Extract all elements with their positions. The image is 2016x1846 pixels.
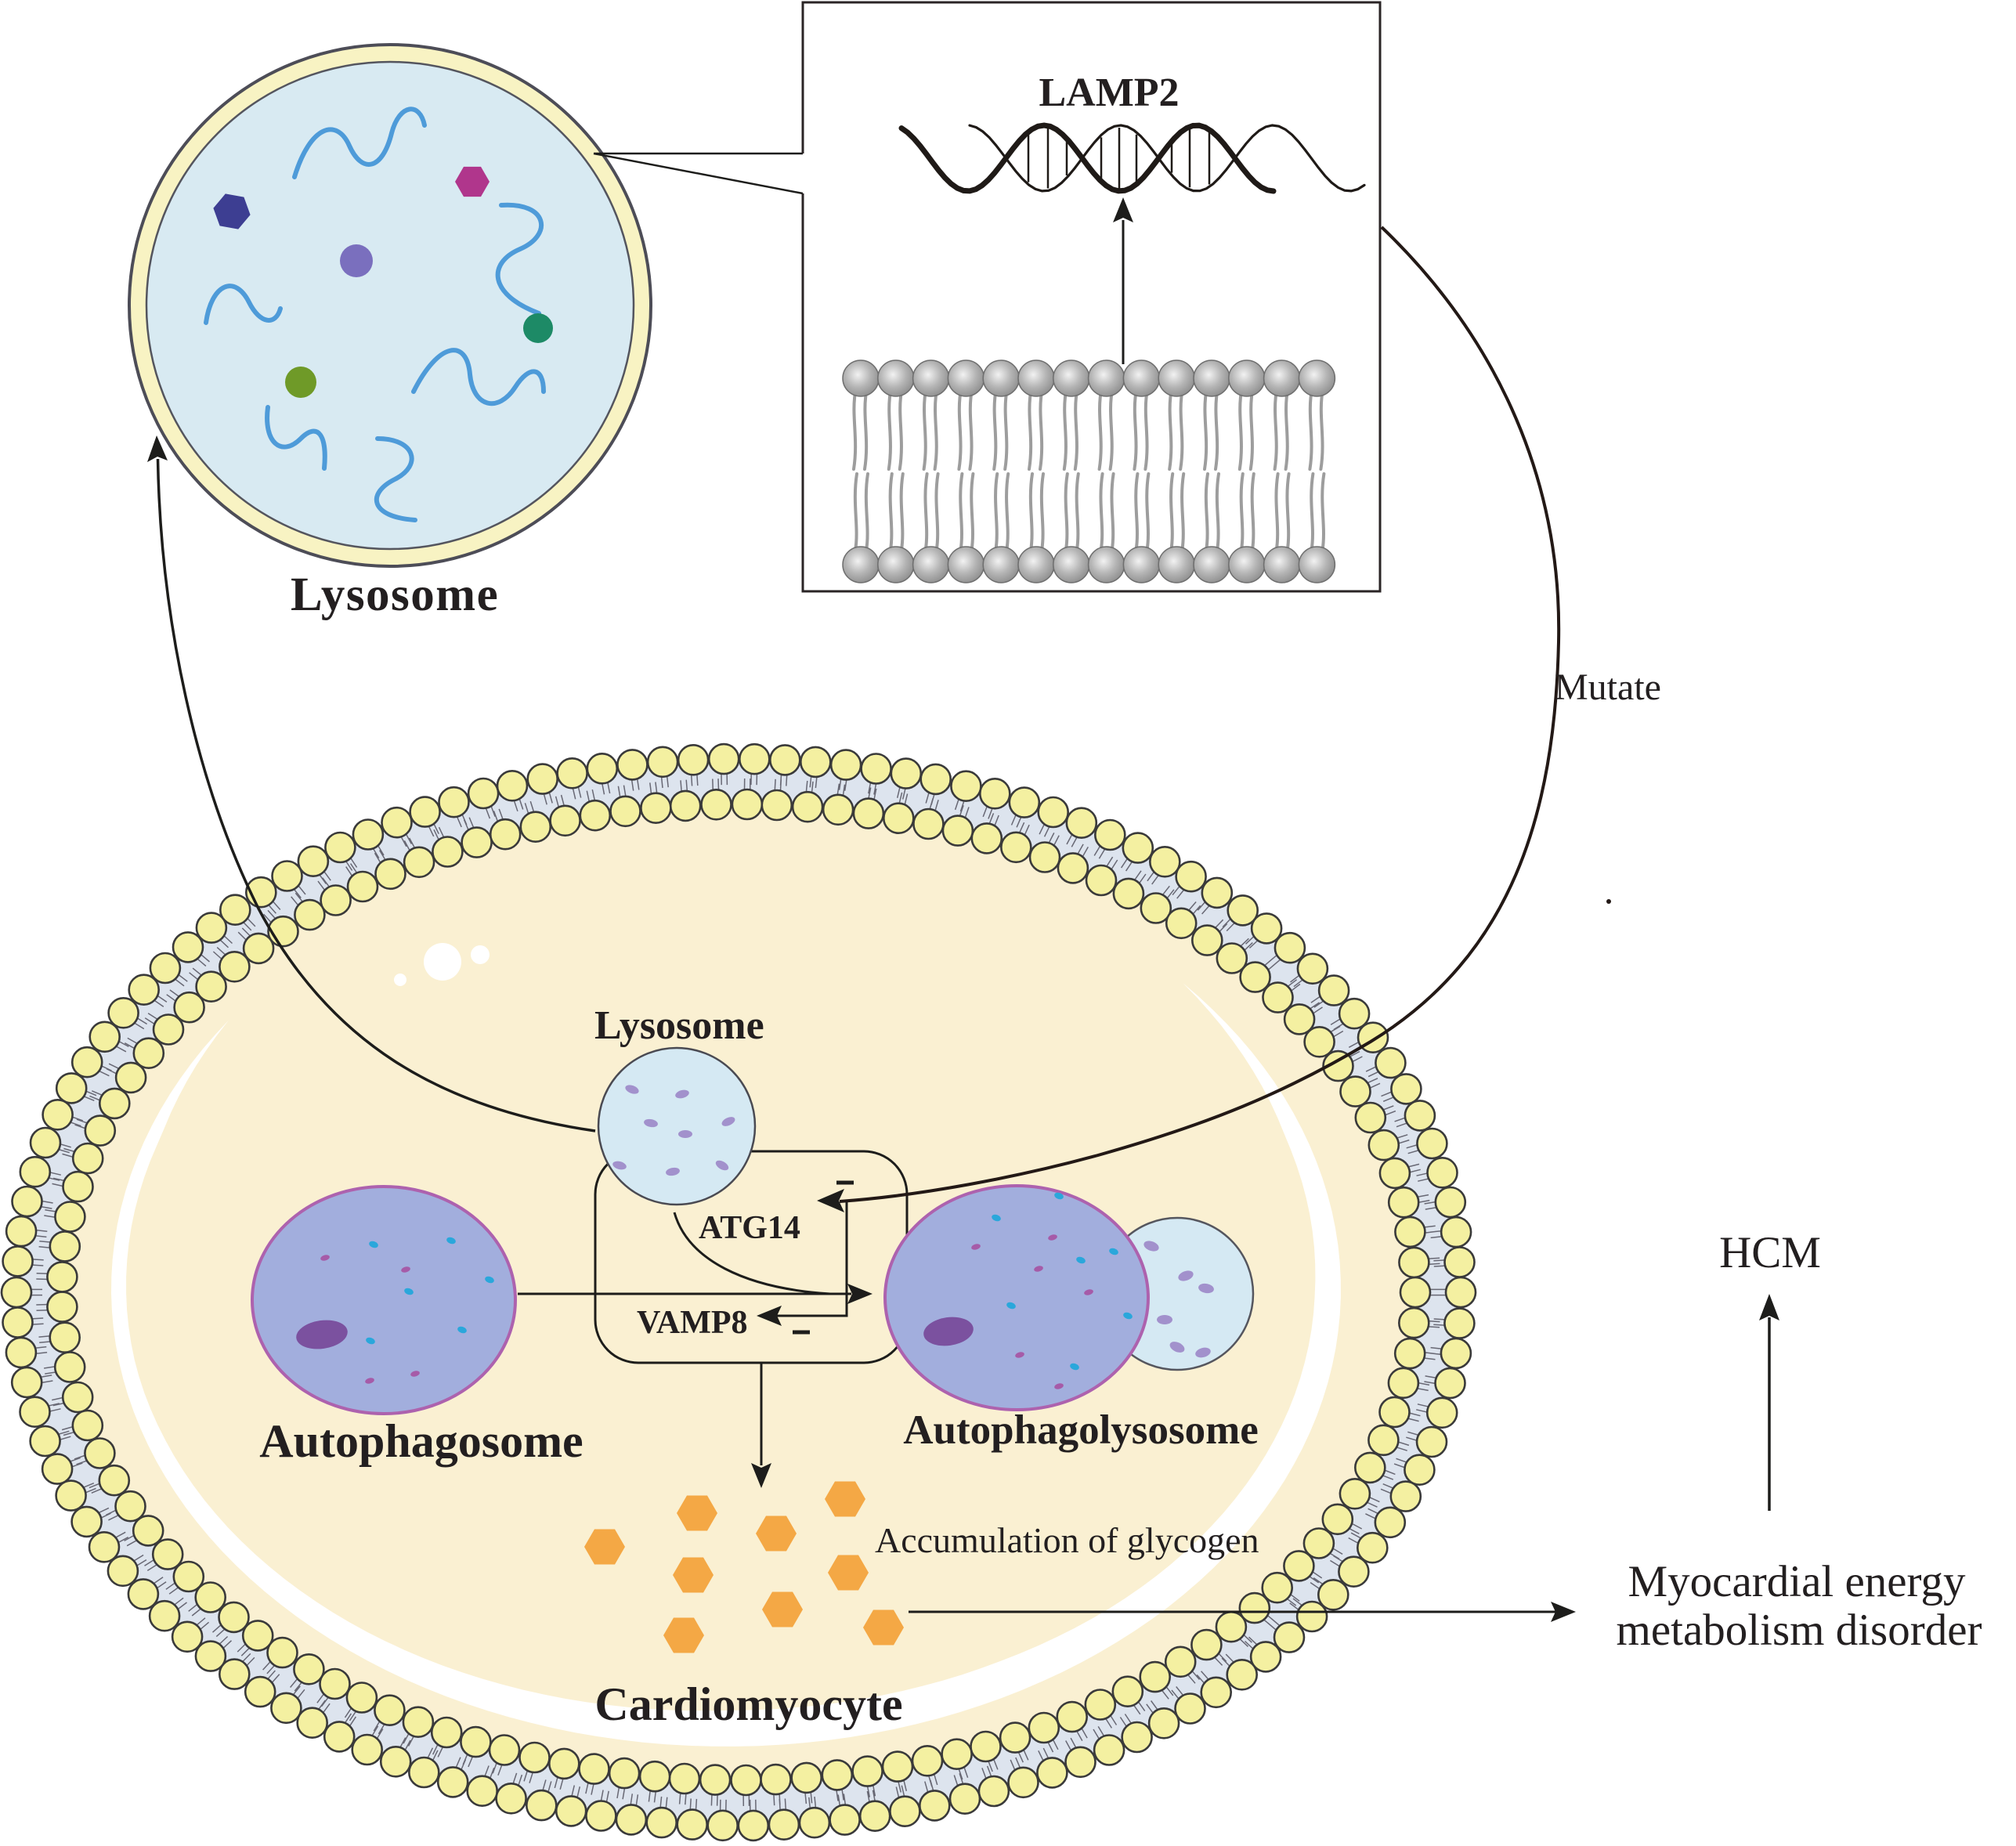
svg-text:Autophagolysosome: Autophagolysosome [903, 1407, 1259, 1453]
svg-text:ATG14: ATG14 [699, 1210, 800, 1246]
svg-text:Myocardial energy: Myocardial energy [1628, 1557, 1966, 1606]
svg-text:Autophagosome: Autophagosome [259, 1415, 583, 1467]
svg-text:HCM: HCM [1719, 1228, 1821, 1277]
svg-text:metabolism disorder: metabolism disorder [1617, 1606, 1982, 1655]
svg-text:Accumulation of glycogen: Accumulation of glycogen [875, 1520, 1259, 1560]
svg-text:Mutate: Mutate [1555, 667, 1661, 708]
svg-text:LAMP2: LAMP2 [1039, 70, 1179, 115]
svg-text:VAMP8: VAMP8 [637, 1305, 748, 1341]
svg-text:Lysosome: Lysosome [594, 1003, 764, 1048]
svg-text:Cardiomyocyte: Cardiomyocyte [594, 1678, 902, 1730]
svg-text:Lysosome: Lysosome [291, 569, 499, 621]
